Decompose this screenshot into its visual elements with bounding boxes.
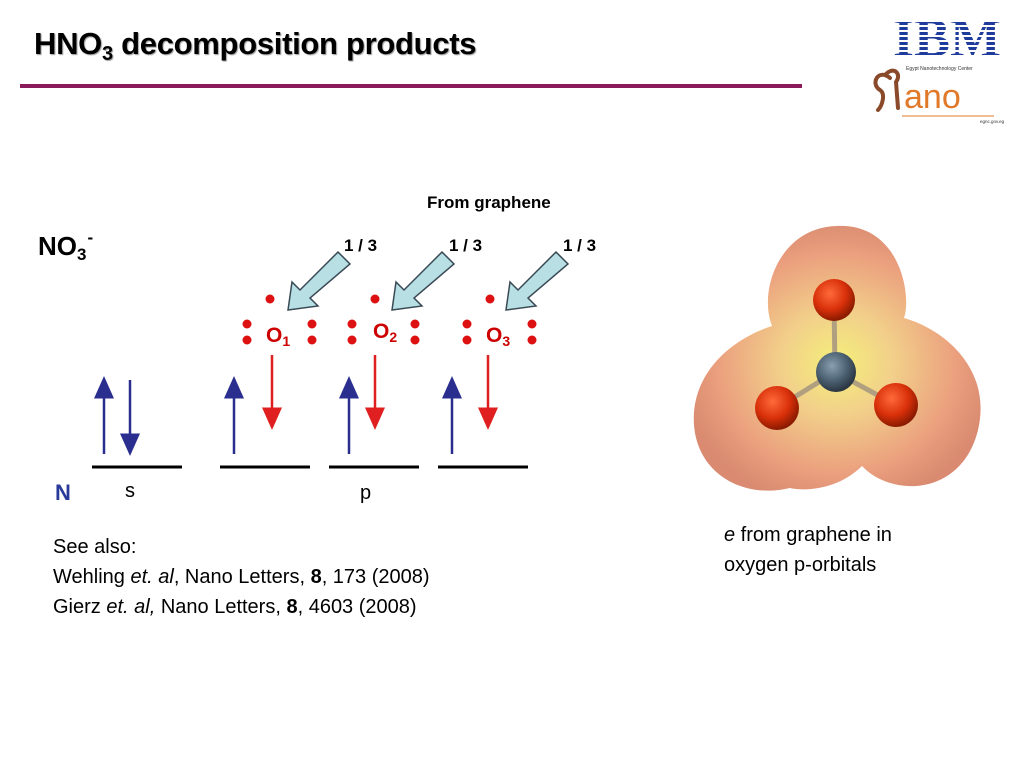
oxygen-label-2: O2: [373, 320, 398, 345]
oxygen-label-3: O3: [486, 324, 511, 349]
nano-logo: Egypt Nanotechnology Center ano egnc.gov…: [873, 66, 1005, 124]
image-caption: e from graphene in oxygen p-orbitals: [724, 520, 892, 580]
title-underline: [20, 84, 802, 88]
ibm-logo: IBM: [893, 12, 1001, 62]
graphene-arrow-1: [287, 250, 352, 311]
ibm-logo-text: IBM: [893, 12, 1001, 62]
caption-line-2: oxygen p-orbitals: [724, 554, 877, 576]
fraction-3: 1 / 3: [563, 236, 597, 255]
caption-line-1: e from graphene in: [724, 524, 892, 546]
source-label: From graphene: [427, 193, 551, 212]
nano-url: egnc.gov.eg: [980, 119, 1005, 124]
fraction-2: 1 / 3: [449, 236, 483, 255]
orbital-p-label: p: [360, 482, 372, 504]
no3-molecule-image: [693, 225, 981, 491]
nano-logo-text: ano: [904, 78, 961, 116]
graphene-arrow-3: [505, 250, 570, 311]
fraction-1: 1 / 3: [344, 236, 378, 255]
nitrogen-label: N: [55, 480, 71, 505]
nano-caption: Egypt Nanotechnology Center: [906, 66, 973, 72]
reference-1: Wehling et. al, Nano Letters, 8, 173 (20…: [53, 566, 430, 588]
orbital-s-label: s: [125, 480, 135, 502]
reference-2: Gierz et. al, Nano Letters, 8, 4603 (200…: [53, 596, 417, 618]
references-heading: See also:: [53, 536, 137, 558]
graphene-arrow-2: [391, 250, 456, 311]
page-title: HNO3 decomposition products: [34, 26, 477, 65]
references: See also: Wehling et. al, Nano Letters, …: [53, 532, 430, 622]
oxygen-label-1: O1: [266, 324, 291, 349]
oxygen-dots: [242, 294, 537, 345]
molecule-label: NO3-: [38, 228, 94, 264]
